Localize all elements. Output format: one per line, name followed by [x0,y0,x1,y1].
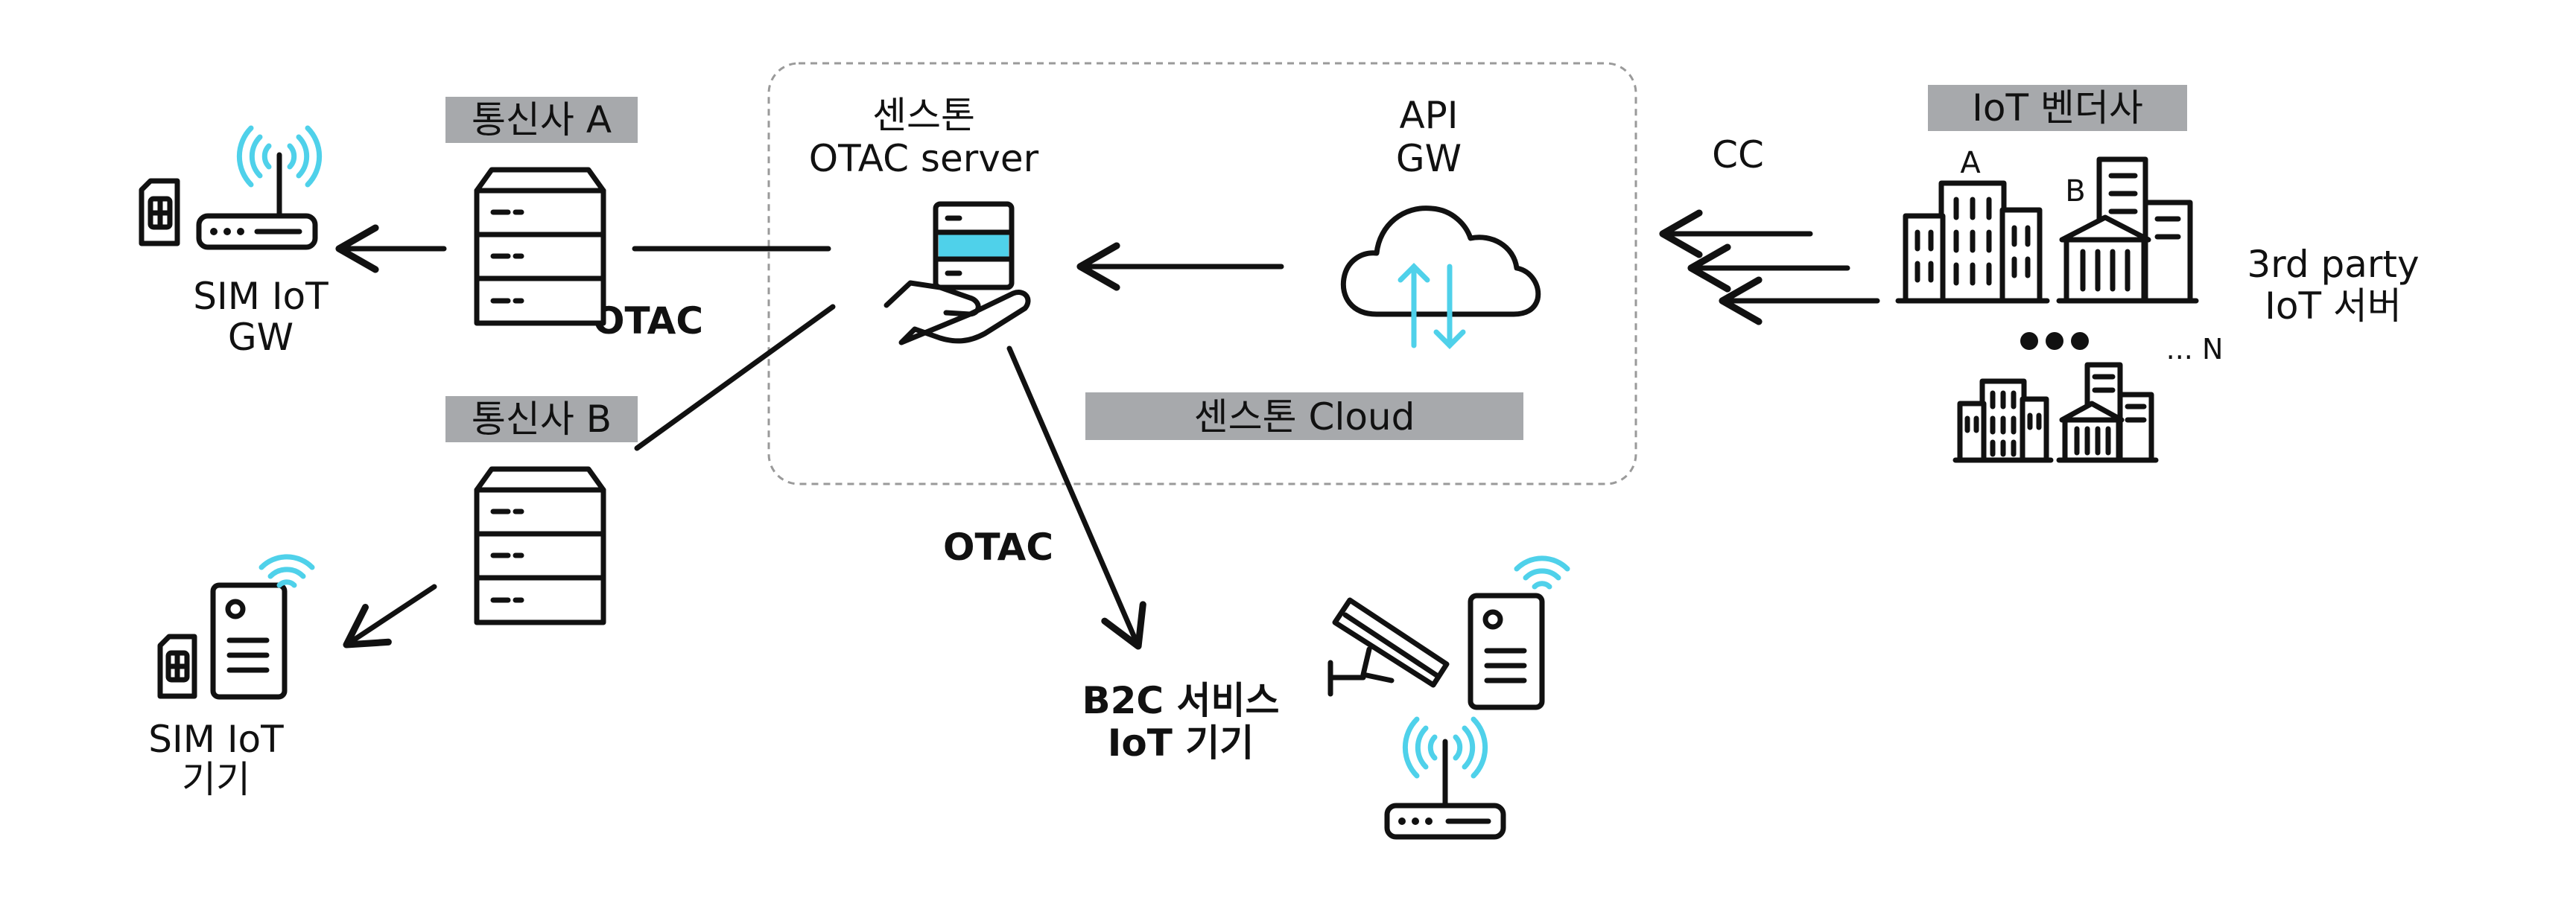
carrier-a-tag: 통신사 A [445,97,638,143]
sim-gw-label-line2: GW [228,316,294,359]
building-n-label: ... N [2166,333,2224,366]
server-rack-icon [474,466,606,625]
device-tower-icon [210,582,288,700]
more-vendors-dots [2020,332,2089,350]
wifi-signal-icon [258,554,315,588]
b2c-label-line2: IoT 기기 [1108,721,1254,765]
router-icon [1384,739,1506,840]
wifi-signal-icon [1514,555,1570,590]
carrier-a-label: 통신사 A [472,98,612,141]
sim-card-icon [139,178,180,246]
cloud-sync-icon [1340,205,1541,349]
sentstone-cloud-tag: 센스톤 Cloud [1085,392,1523,440]
iot-vendor-tag: IoT 벤더사 [1928,85,2187,131]
sentstone-cloud-label: 센스톤 Cloud [1194,395,1415,439]
third-party-label-line1: 3rd party [2247,243,2419,286]
wifi-signal-icon [1402,716,1488,779]
office-building-icon [1895,180,2050,304]
third-party-label-line2: IoT 서버 [2265,284,2402,328]
bank-building-icon [2056,362,2159,463]
api-gw-label-line1: API [1399,94,1458,137]
cc-label: CC [1712,133,1764,176]
carrier-b-to-server-line [634,304,836,451]
otac-lower-label: OTAC [943,526,1053,569]
carrier-b-to-sim-device-arrow [343,584,437,648]
sim-gw-label-line1: SIM IoT [193,275,329,318]
api-gw-label-line2: GW [1396,137,1462,180]
carrier-b-tag: 통신사 B [445,396,638,442]
server-rack-icon [474,167,606,326]
otac-server-label-line2: OTAC server [809,137,1039,180]
sim-device-label-line1: SIM IoT [148,718,284,761]
b2c-label-line1: B2C 서비스 [1082,679,1279,722]
device-tower-icon [1468,593,1545,710]
wifi-signal-icon [236,125,323,188]
router-icon [196,152,318,250]
building-b-label: B [2065,174,2085,208]
hand-server-icon [883,201,1031,345]
office-building-icon [1952,378,2054,463]
cctv-camera-icon [1327,597,1450,697]
building-a-label: A [1960,146,1981,180]
iot-vendor-label: IoT 벤더사 [1972,86,2143,130]
carrier-b-label: 통신사 B [472,398,612,441]
bank-building-icon [2056,156,2199,304]
otac-server-label-line1: 센스톤 [872,94,975,137]
sim-device-label-line2: 기기 [182,758,250,801]
otac-upper-label: OTAC [593,299,703,342]
sim-card-icon [157,634,197,699]
server-to-b2c-arrow [1006,345,1146,650]
